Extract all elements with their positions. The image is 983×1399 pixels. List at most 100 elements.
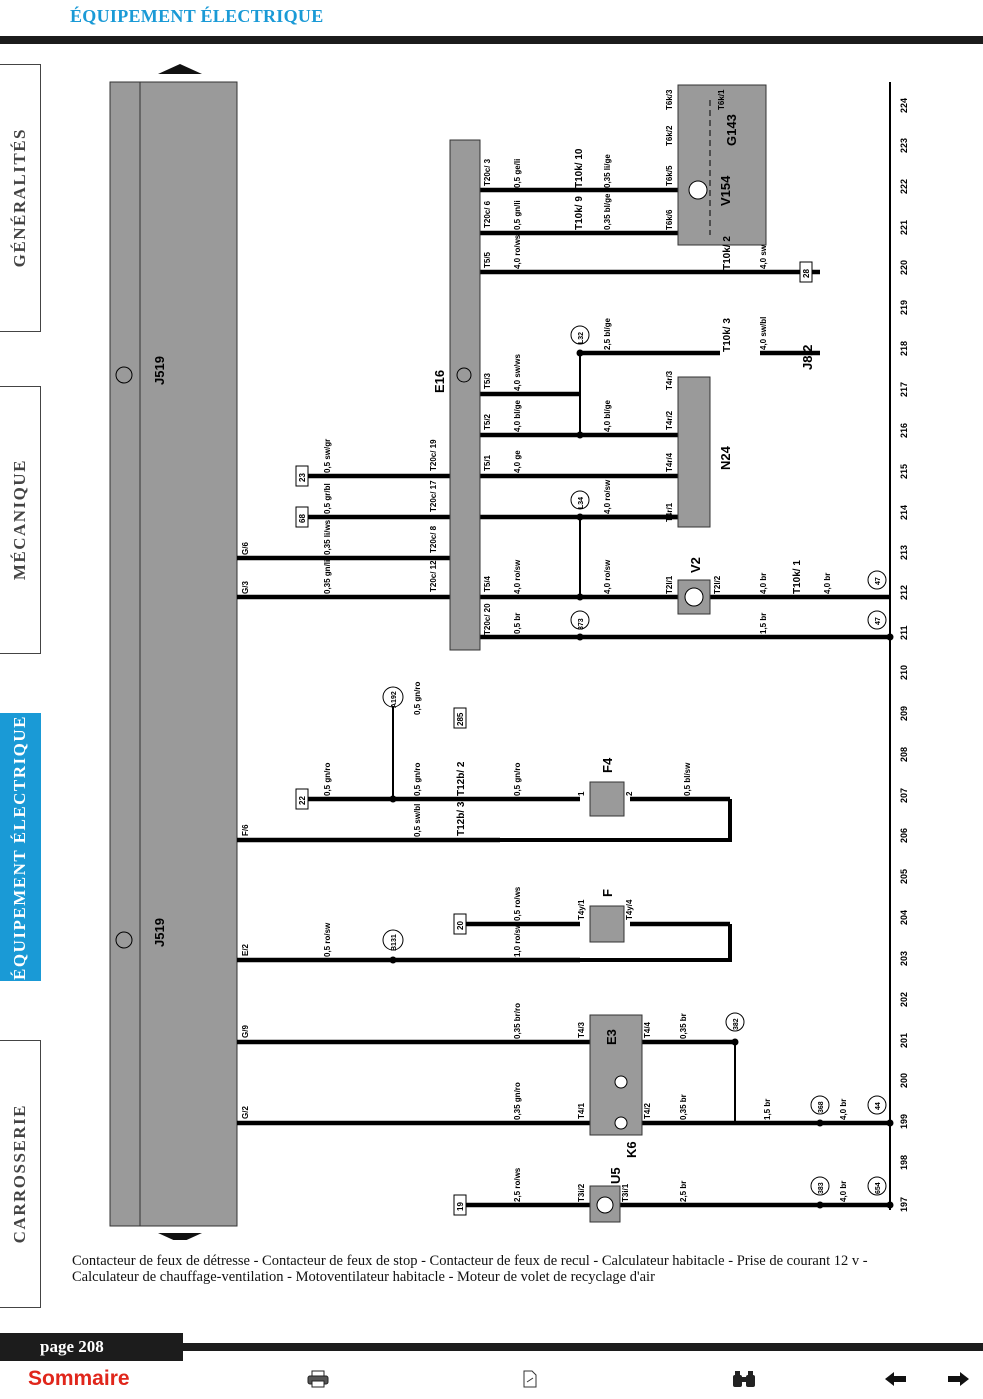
wire-label: 4,0 bl/ge [513,399,522,432]
e16-label: E16 [432,370,447,393]
wire-label: 0,5 gn/ro [413,763,422,796]
wire-label: 0,5 ro/ws [513,886,522,921]
sommaire-link[interactable]: Sommaire [28,1367,130,1390]
pin-label: T20c/ 17 [429,480,438,512]
pin-label: G/3 [241,581,250,594]
circle-ref: L32 [578,332,585,344]
pin-label: T20c/ 20 [483,603,492,635]
wire-label: 0,5 gr/bl [323,483,332,514]
wire-label: 0,5 gn/li [513,200,522,230]
f-block [589,905,625,943]
ref-box: 22 [298,796,307,805]
pin-label: T2l/1 [665,575,674,594]
wire-label: 0,5 gn/ro [323,763,332,796]
pin-label: F/6 [241,824,250,836]
wire-label: 0,35 li/ws [323,519,332,555]
column-number: 212 [899,585,909,600]
f-label: F [600,889,615,897]
wire-label: 0,35 li/ge [603,154,612,188]
footer-rule [183,1343,983,1351]
circle-ref: 654 [875,1182,882,1194]
e3-k6-block [589,1014,643,1136]
motor-v2-icon [684,587,704,607]
wire-label: 4,0 ro/ws [513,234,522,269]
lamp-icon [614,1116,628,1130]
ref-box: 23 [298,473,307,482]
column-number: 213 [899,545,909,560]
column-number: 217 [899,382,909,397]
wire-label: 4,0 bl/ge [603,399,612,432]
tab-equipement-electrique[interactable]: ÉQUIPEMENT ÉLECTRIQUE [0,713,41,981]
wire-label: 0,35 br [679,1094,688,1120]
tab-carrosserie[interactable]: CARROSSERIE [0,1040,41,1308]
column-number: 221 [899,220,909,235]
pin-label: G/6 [241,542,250,555]
circle-ref: 373 [578,618,585,630]
j519-label: J519 [152,356,167,385]
pin-label: T6k/2 [665,125,674,146]
circle-ref: 47 [875,617,882,625]
connector-label: T10k/ 1 [792,560,803,594]
circle-ref: 383 [818,1182,825,1194]
wire-label: 4,0 br [839,1099,848,1120]
tab-generalites[interactable]: GÉNÉRALITÉS [0,64,41,332]
j8-2-label: J8/2 [800,345,815,370]
page-number: page 208 [0,1333,183,1361]
wire-label: 0,35 br [679,1013,688,1039]
pin-label: T5/5 [483,251,492,268]
wire-label: 1,0 ro/sw [513,922,522,957]
arrow-left-icon[interactable] [880,1365,912,1393]
binoculars-icon[interactable] [728,1365,760,1393]
ref-box: 68 [298,514,307,523]
pin-label: T4y/4 [625,899,634,920]
pin-label: T5/4 [483,575,492,592]
wiring-diagram: 197 198 199 200 201 202 203 204 205 206 … [109,64,909,1240]
wire-label: 0,35 br/ro [513,1003,522,1039]
pin-label: T20c/ 3 [483,158,492,186]
j519-label-lower: J519 [152,918,167,947]
circle-ref: 44 [875,1102,882,1110]
document-icon[interactable] [514,1365,546,1393]
pin-label: T4r/2 [665,410,674,430]
connector-label: T12b/ 2 [456,761,467,796]
pin-label: T3i/1 [621,1183,630,1202]
column-number: 208 [899,747,909,762]
pin-label: 2 [625,791,634,796]
wire-label: 4,0 sw/ws [513,354,522,391]
wire-label: 4,0 ro/sw [513,559,522,594]
column-number: 202 [899,992,909,1007]
tab-mecanique[interactable]: MÉCANIQUE [0,386,41,654]
column-number: 210 [899,665,909,680]
circle-ref: 47 [875,577,882,585]
n24-block [677,376,711,528]
e3-label: E3 [604,1029,619,1045]
pin-label: T6k/6 [665,209,674,230]
arrow-right-icon[interactable] [942,1365,974,1393]
pin-label: T4/2 [643,1102,652,1119]
pin-label: T5/3 [483,372,492,389]
tab-equipement-electrique-label: ÉQUIPEMENT ÉLECTRIQUE [10,714,29,980]
wire-label: 4,0 br [823,573,832,594]
printer-icon[interactable] [302,1365,334,1393]
column-number: 197 [899,1197,909,1212]
column-number: 205 [899,869,909,884]
pin-label: G/9 [241,1025,250,1038]
pin-label: T6k/3 [665,89,674,110]
wire-label: 2,5 ro/ws [513,1167,522,1202]
connector-label: T12b/ 3 [456,801,467,836]
circle-ref: B131 [391,934,398,951]
u5-label: U5 [608,1167,623,1184]
column-number: 207 [899,788,909,803]
connector-label: T10k/ 9 [574,196,585,230]
wire-label: 4,0 sw [759,244,768,269]
f4-label: F4 [600,757,615,773]
wire-label: 0,5 gn/ro [413,682,422,715]
column-number: 215 [899,464,909,479]
wire-label: 4,0 ge [513,450,522,473]
v154-label: V154 [718,175,733,206]
pin-label: T4y/1 [577,899,586,920]
wire-label: 0,5 gn/ro [513,763,522,796]
g143-label: G143 [724,114,739,146]
pin-label: T20c/ 6 [483,200,492,228]
pin-label: E/2 [241,943,250,956]
